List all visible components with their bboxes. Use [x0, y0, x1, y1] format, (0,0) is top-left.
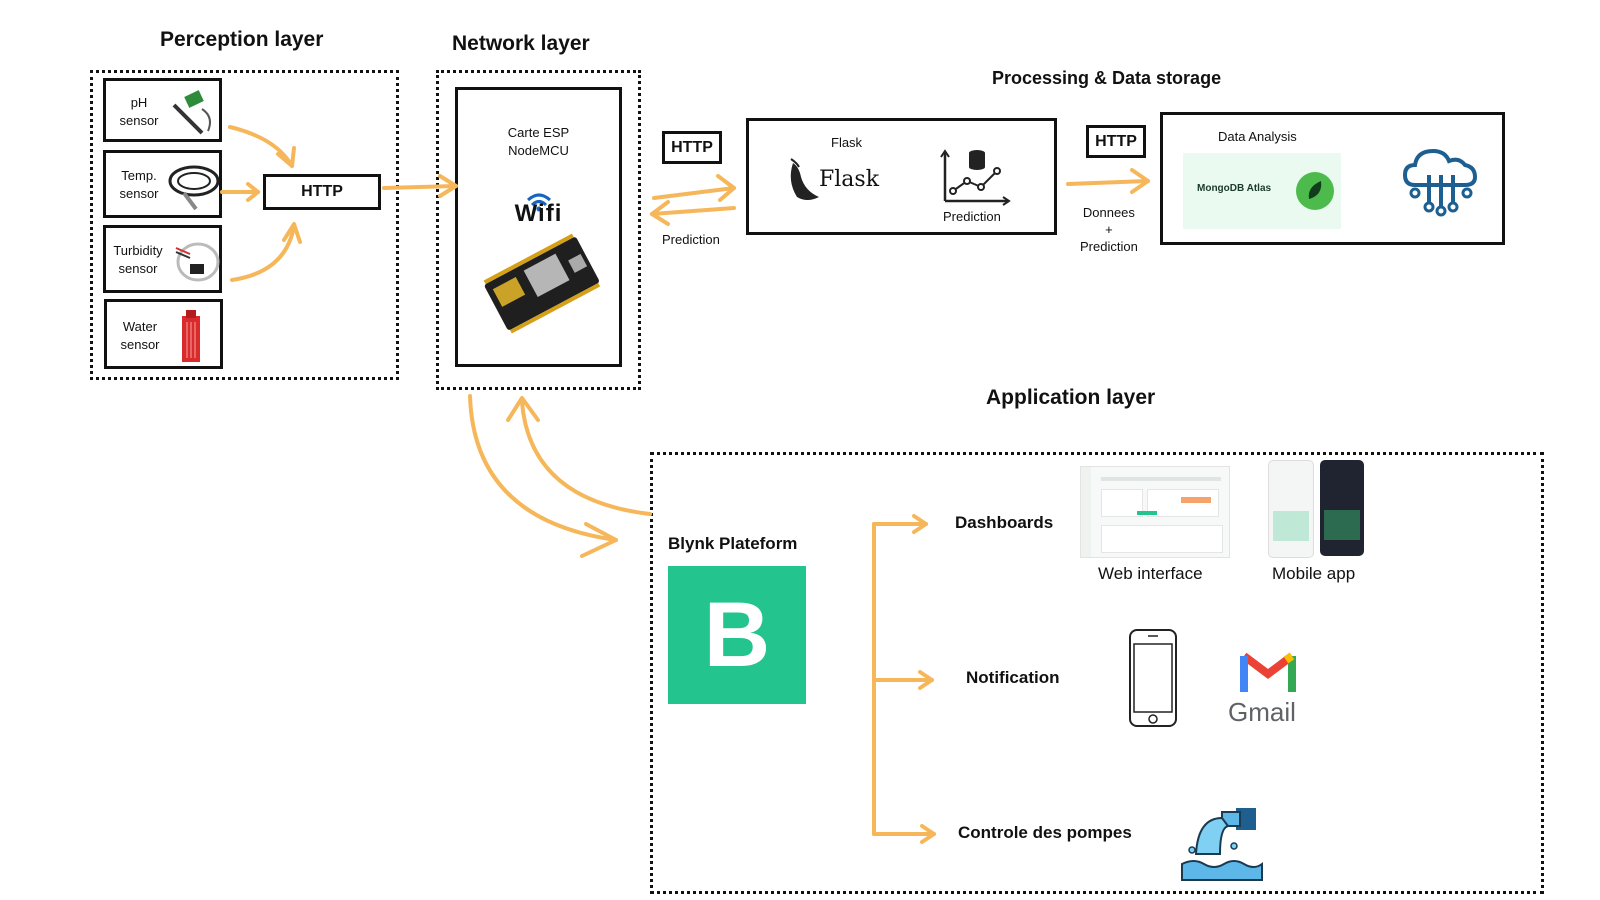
mobile-app-dark-thumbnail: [1320, 460, 1364, 556]
temp-probe-icon: [168, 165, 220, 211]
ph-sensor-label-2: sensor: [119, 113, 159, 128]
blynk-to-network-arrow-head: [506, 396, 540, 422]
blynk-platform-label: Blynk Plateform: [668, 534, 798, 553]
perception-layer-title: Perception layer: [160, 28, 324, 51]
application-layer-box: [650, 452, 1544, 894]
temp-sensor-label-1: Temp.: [121, 168, 157, 183]
turbidity-to-http-arrow-head: [282, 222, 302, 244]
http-to-network-arrow: [382, 184, 458, 190]
turbidity-probe-icon: [175, 242, 220, 282]
mongodb-atlas-label: MongoDB Atlas: [1197, 183, 1272, 194]
application-layer-title: Application layer: [986, 386, 1156, 409]
branch-to-dashboards-arrow-head: [912, 514, 928, 534]
mobile-app-light-thumbnail: [1268, 460, 1314, 558]
temp-sensor-box: Temp. sensor: [103, 150, 222, 218]
network-layer-box: [436, 70, 641, 390]
nodemcu-board-icon: [483, 233, 601, 334]
processing-layer-title: Processing & Data storage: [992, 68, 1222, 88]
branch-to-notification-arrow-head: [918, 670, 934, 690]
flask-to-network-arrow-head: [650, 200, 670, 226]
flask-horn-icon: [790, 158, 819, 200]
network-flask-prediction-caption: Prediction: [662, 232, 720, 247]
ph-sensor-label-1: pH: [130, 95, 148, 110]
ph-to-http-arrow-head: [276, 146, 296, 168]
turbidity-sensor-box: Turbidity sensor: [103, 225, 222, 293]
flask-db-http-box: HTTP: [1086, 125, 1146, 158]
perception-layer-box: [90, 70, 399, 380]
db-caption-line2: +: [1105, 222, 1113, 237]
data-analysis-header: Data Analysis: [1218, 129, 1297, 144]
perception-http-box: HTTP: [263, 174, 381, 210]
flask-to-network-arrow: [650, 206, 736, 216]
network-to-flask-arrow: [652, 186, 736, 200]
turbidity-to-http-arrow: [230, 224, 296, 282]
wifi-label: Wifi: [514, 200, 563, 227]
blynk-to-network-arrow: [520, 400, 652, 516]
flask-header: Flask: [831, 135, 863, 150]
turbidity-sensor-label-1: Turbidity: [113, 243, 163, 258]
http-to-network-arrow-head: [438, 174, 458, 198]
mongodb-atlas-badge: MongoDB Atlas: [1183, 153, 1341, 229]
water-level-sensor-icon: [182, 310, 200, 362]
blynk-logo: B: [668, 566, 806, 704]
flask-box: Flask Flask Prediction: [746, 118, 1057, 235]
water-pump-icon: [1181, 808, 1263, 881]
flask-to-storage-arrow-head: [1130, 168, 1150, 194]
db-caption-line3: Prediction: [1080, 239, 1138, 254]
water-sensor-label-2: sensor: [120, 337, 160, 352]
notification-label: Notification: [966, 668, 1060, 687]
network-to-blynk-arrow: [468, 394, 618, 542]
turbidity-sensor-label-2: sensor: [118, 261, 158, 276]
mongodb-leaf-icon: [1296, 172, 1334, 210]
flask-prediction-label: Prediction: [943, 209, 1001, 224]
web-interface-thumbnail: [1080, 466, 1230, 558]
gmail-icon: [1240, 652, 1296, 692]
network-layer-title: Network layer: [452, 32, 590, 55]
pump-control-label: Controle des pompes: [958, 823, 1132, 842]
network-to-blynk-arrow-head: [580, 522, 618, 558]
network-flask-http-box: HTTP: [662, 131, 722, 164]
esp-nodemcu-box: Carte ESP NodeMCU Wifi: [455, 87, 622, 367]
db-caption-line1: Donnees: [1082, 205, 1135, 220]
esp-label-2: NodeMCU: [508, 143, 569, 158]
cloud-network-icon: [1402, 148, 1478, 217]
wifi-logo-icon: [526, 193, 552, 212]
network-to-flask-arrow-head: [716, 174, 736, 202]
water-sensor-box: Water sensor: [104, 299, 223, 369]
web-interface-label: Web interface: [1098, 564, 1203, 583]
prediction-chart-icon: [940, 149, 1011, 206]
temp-to-http-arrow-head: [246, 182, 260, 202]
data-storage-box: Data Analysis MongoDB Atlas: [1160, 112, 1505, 245]
mobile-app-label: Mobile app: [1272, 564, 1356, 583]
ph-probe-icon: [172, 90, 211, 135]
temp-sensor-label-2: sensor: [119, 186, 159, 201]
flask-to-storage-arrow: [1066, 179, 1150, 186]
esp-label-1: Carte ESP: [507, 125, 570, 140]
flask-logo-text: Flask: [819, 167, 880, 192]
water-sensor-label-1: Water: [122, 319, 158, 334]
ph-sensor-box: pH sensor: [103, 78, 222, 142]
branch-to-pumps-arrow-head: [920, 824, 936, 844]
gmail-label: Gmail: [1228, 697, 1296, 727]
smartphone-icon: [1129, 629, 1177, 727]
dashboards-label: Dashboards: [955, 513, 1054, 532]
